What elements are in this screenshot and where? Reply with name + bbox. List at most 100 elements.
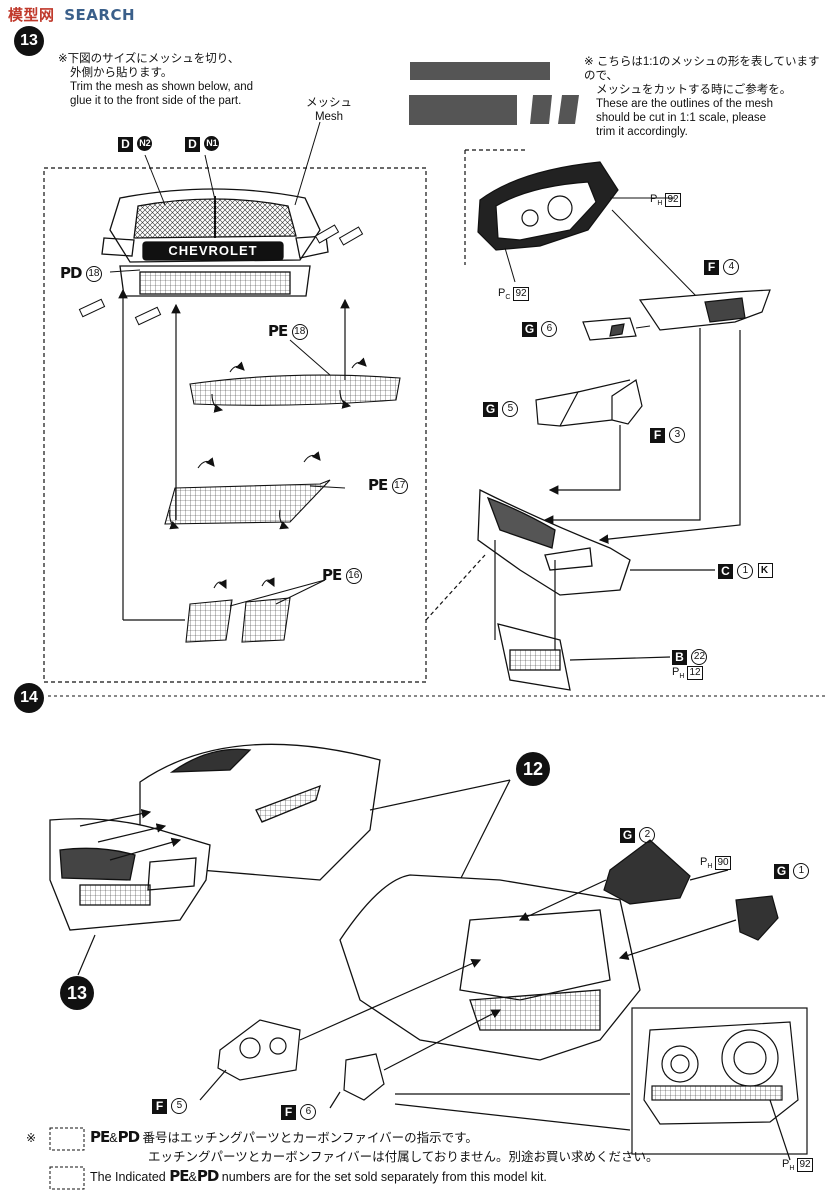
f4-headlight-housing bbox=[638, 289, 771, 331]
footer-line-3-pre: The Indicated bbox=[90, 1170, 166, 1184]
headlight-inset bbox=[631, 1007, 808, 1161]
watermark-cn: 模型网 bbox=[8, 6, 55, 24]
label-pc-92-sub: C bbox=[505, 294, 511, 302]
label-f-5-num: 5 bbox=[171, 1097, 188, 1114]
mesh-note-jp-1: ※下図のサイズにメッシュを切り、 bbox=[58, 53, 240, 65]
footer-box-1 bbox=[49, 1127, 85, 1151]
label-ph-92-p: P bbox=[650, 193, 658, 205]
label-d-n1-num: N1 bbox=[204, 136, 220, 152]
label-ph-12: PH 12 bbox=[672, 666, 703, 680]
label-pc-92: PC 92 bbox=[498, 287, 529, 301]
footer-line-2: エッチングパーツとカーボンファイバーは付属しておりません。別途お買い求めください… bbox=[148, 1150, 659, 1164]
footer-asterisk: ※ bbox=[26, 1131, 37, 1145]
outline-note-jp-2: メッシュをカットする時にご参考を。 bbox=[596, 84, 792, 96]
label-ph-90: PH 90 bbox=[700, 856, 731, 870]
label-g-2-num: 2 bbox=[639, 826, 656, 843]
label-g-6: G 6 bbox=[522, 320, 558, 338]
grille-detail-box bbox=[43, 167, 427, 683]
front-bumper-assembly bbox=[477, 488, 631, 691]
label-d-n2-letter: D bbox=[118, 137, 133, 152]
label-pe-18: PE 18 bbox=[268, 322, 308, 341]
label-g-1: G 1 bbox=[774, 862, 810, 880]
footer-pe-code: PE bbox=[90, 1128, 110, 1146]
outline-note-en-1: These are the outlines of the mesh bbox=[596, 98, 774, 110]
mesh-note-en-1: Trim the mesh as shown below, and bbox=[70, 81, 254, 93]
label-pe-16: PE 16 bbox=[322, 566, 362, 585]
outline-note-en-3: trim it accordingly. bbox=[596, 126, 688, 138]
label-f-6: F 6 bbox=[281, 1103, 317, 1121]
f5-headlight-unit bbox=[199, 959, 482, 1101]
label-g-1-letter: G bbox=[774, 864, 789, 879]
label-ph-92: PH 92 bbox=[650, 193, 681, 207]
footer-line-3: The Indicated PE&PD numbers are for the … bbox=[90, 1167, 659, 1187]
g1-part bbox=[735, 895, 779, 941]
grille-panel bbox=[101, 188, 329, 297]
label-b-22-letter: B bbox=[672, 650, 687, 665]
label-pe-17-num: 17 bbox=[391, 477, 408, 494]
g2-headlight bbox=[603, 839, 729, 905]
mesh-note-en-2: glue it to the front side of the part. bbox=[70, 95, 242, 107]
label-ph-12-num: 12 bbox=[687, 666, 703, 680]
label-pd-18-code: PD bbox=[60, 264, 82, 282]
mesh-note-jp-2: 外側から貼ります。 bbox=[70, 67, 173, 79]
label-ph-92b-p: P bbox=[782, 1158, 790, 1170]
headlight-detail bbox=[464, 149, 701, 301]
mesh-swatch-wide bbox=[409, 95, 517, 125]
footer-pd-code-2: PD bbox=[196, 1167, 219, 1185]
label-f-5: F 5 bbox=[152, 1097, 188, 1115]
g6-clear-lens bbox=[582, 317, 637, 341]
label-d-n1-letter: D bbox=[185, 137, 200, 152]
footer-pe-code-2: PE bbox=[169, 1167, 189, 1185]
label-c-1-letter: C bbox=[718, 564, 733, 579]
label-f-4-num: 4 bbox=[723, 258, 740, 275]
label-ph-92-num: 92 bbox=[665, 193, 681, 207]
label-c-1: C 1 K bbox=[718, 562, 773, 580]
mesh-swatch-small-1 bbox=[530, 95, 552, 124]
pe17-mesh-panel bbox=[164, 451, 331, 530]
label-pe-16-num: 16 bbox=[345, 567, 362, 584]
label-c-1-num: 1 bbox=[737, 562, 754, 579]
label-b-22: B 22 bbox=[672, 648, 708, 666]
step-14-number: 14 bbox=[14, 683, 44, 713]
mesh-swatch-long bbox=[410, 62, 550, 80]
label-f-3-num: 3 bbox=[669, 426, 686, 443]
label-pc-92-p: P bbox=[498, 287, 506, 299]
label-ph-92-sub: H bbox=[657, 200, 663, 208]
label-pe-18-code: PE bbox=[268, 322, 288, 340]
label-ph-92-bottom: PH 92 bbox=[782, 1158, 813, 1172]
watermark-en: SEARCH bbox=[64, 6, 136, 24]
car-front-assembly bbox=[49, 743, 381, 931]
grille-badge-text: CHEVROLET bbox=[168, 243, 258, 258]
label-ph-12-sub: H bbox=[679, 673, 685, 681]
label-g-6-letter: G bbox=[522, 322, 537, 337]
outline-note-en-2: should be cut in 1:1 scale, please bbox=[596, 112, 767, 124]
label-g-6-num: 6 bbox=[541, 320, 558, 337]
label-f-3: F 3 bbox=[650, 426, 686, 444]
outline-note: ※ こちらは1:1のメッシュの形を表していますので、 メッシュをカットする時にご… bbox=[584, 55, 829, 139]
label-pe-17: PE 17 bbox=[368, 476, 408, 495]
label-ph-90-num: 90 bbox=[715, 856, 731, 870]
outline-note-jp-1: ※ こちらは1:1のメッシュの形を表していますので、 bbox=[584, 56, 820, 82]
paint-markers bbox=[78, 224, 364, 326]
label-pc-92-num: 92 bbox=[513, 287, 529, 301]
detail-leader bbox=[425, 554, 486, 621]
label-d-n2-num: N2 bbox=[137, 136, 153, 152]
label-g-5: G 5 bbox=[483, 400, 519, 418]
footer-pd-code: PD bbox=[117, 1128, 140, 1146]
step-13-number: 13 bbox=[14, 26, 44, 56]
label-f-3-letter: F bbox=[650, 428, 665, 443]
label-f-5-letter: F bbox=[152, 1099, 167, 1114]
label-ph-90-p: P bbox=[700, 856, 708, 868]
footer-box-2 bbox=[49, 1166, 85, 1190]
mesh-label-jp: メッシュ bbox=[306, 97, 352, 109]
label-f-4-letter: F bbox=[704, 260, 719, 275]
watermark: 模型网 SEARCH bbox=[8, 4, 135, 25]
label-pd-18: PD 18 bbox=[60, 264, 102, 283]
footer-line-3-post: numbers are for the set sold separately … bbox=[221, 1170, 547, 1184]
label-g-2-letter: G bbox=[620, 828, 635, 843]
body-shell bbox=[339, 874, 641, 1061]
footer-amp: & bbox=[109, 1131, 118, 1145]
footer-amp-2: & bbox=[188, 1170, 197, 1184]
ref-step-12: 12 bbox=[516, 752, 550, 786]
